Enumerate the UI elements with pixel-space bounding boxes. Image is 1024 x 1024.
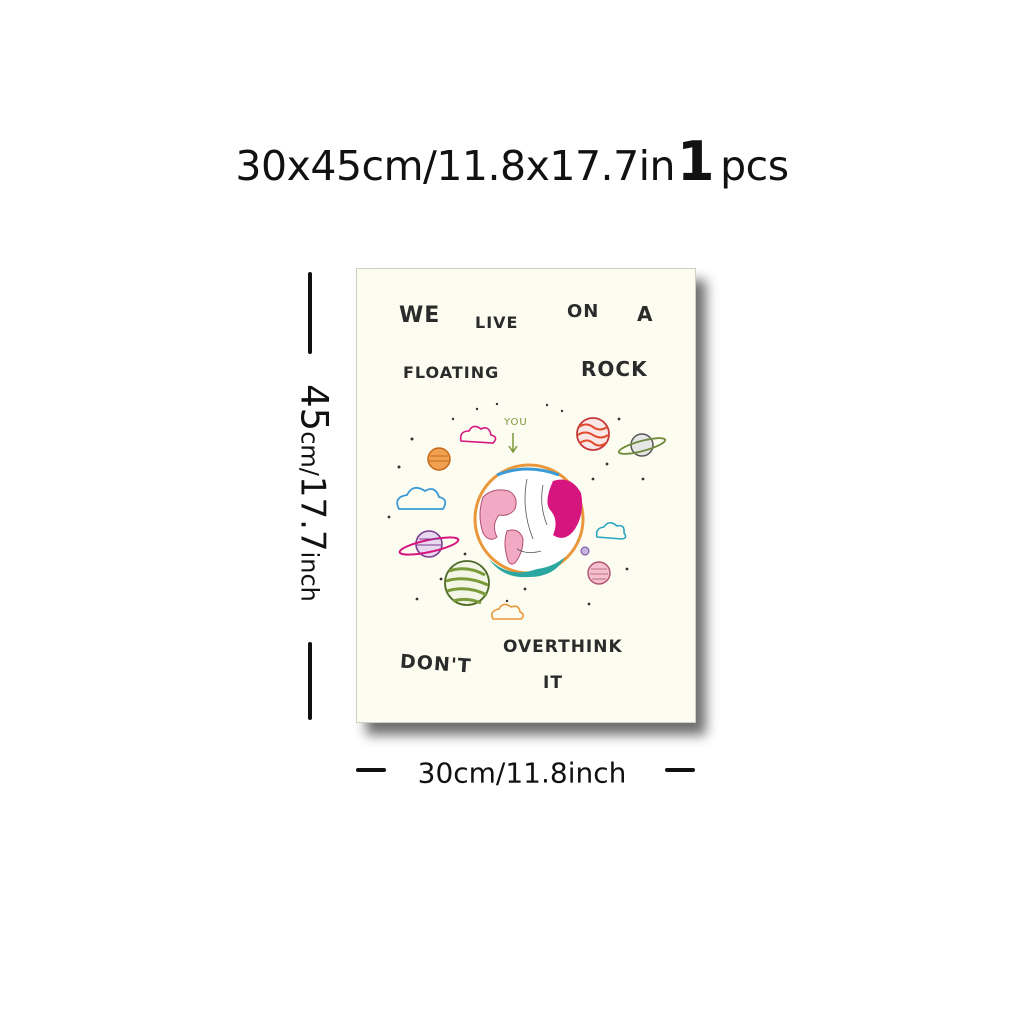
space-illustration: [387, 402, 667, 620]
cloud-pink-icon: [459, 425, 497, 444]
height-dimension-label: 45cm/17.7inch: [287, 384, 336, 602]
planet-ringed-grey-icon: [617, 433, 667, 457]
height-inch-value: 17.7: [292, 475, 333, 552]
planet-pink-icon: [587, 561, 611, 585]
you-arrow-icon: [508, 433, 518, 454]
poster-word-we: WE: [399, 303, 441, 328]
poster-word-rock: ROCK: [581, 357, 648, 381]
planet-striped-green-icon: [444, 560, 490, 606]
planet-ringed-purple-icon: [398, 530, 460, 558]
planet-orange-icon: [427, 447, 451, 471]
width-dimension-label: 30cm/11.8inch: [417, 756, 627, 790]
poster-word-live: LIVE: [475, 313, 519, 332]
cloud-cyan-icon: [595, 521, 627, 540]
poster-word-floating: FLOATING: [403, 363, 500, 382]
quantity-unit: pcs: [720, 142, 789, 190]
height-number: 45: [292, 384, 336, 432]
size-text: 30x45cm/11.8x17.7in: [235, 142, 676, 190]
width-dimension-line-left: [356, 768, 386, 772]
cloud-orange-icon: [491, 603, 525, 620]
planet-tiny-icon: [580, 546, 590, 556]
earth-icon: [473, 463, 585, 578]
poster-word-a: A: [637, 302, 654, 326]
cloud-blue-icon: [396, 486, 447, 510]
poster-word-overthink: OVERTHINK: [503, 637, 623, 657]
height-dimension-line-bottom: [308, 642, 312, 720]
height-inch-unit: inch: [295, 551, 324, 602]
height-dimension-line-top: [308, 272, 312, 354]
width-dimension-line-right: [665, 768, 695, 772]
stars: [387, 402, 645, 606]
poster-word-it: IT: [543, 673, 563, 693]
planet-striped-red-icon: [576, 417, 610, 451]
height-unit: cm/: [295, 431, 324, 476]
quantity-number: 1: [677, 130, 715, 193]
poster: WE LIVE ON A FLOATING ROCK YOU DON'T OVE…: [356, 268, 696, 723]
poster-you-label: YOU: [504, 417, 528, 428]
poster-word-on: ON: [567, 301, 600, 322]
